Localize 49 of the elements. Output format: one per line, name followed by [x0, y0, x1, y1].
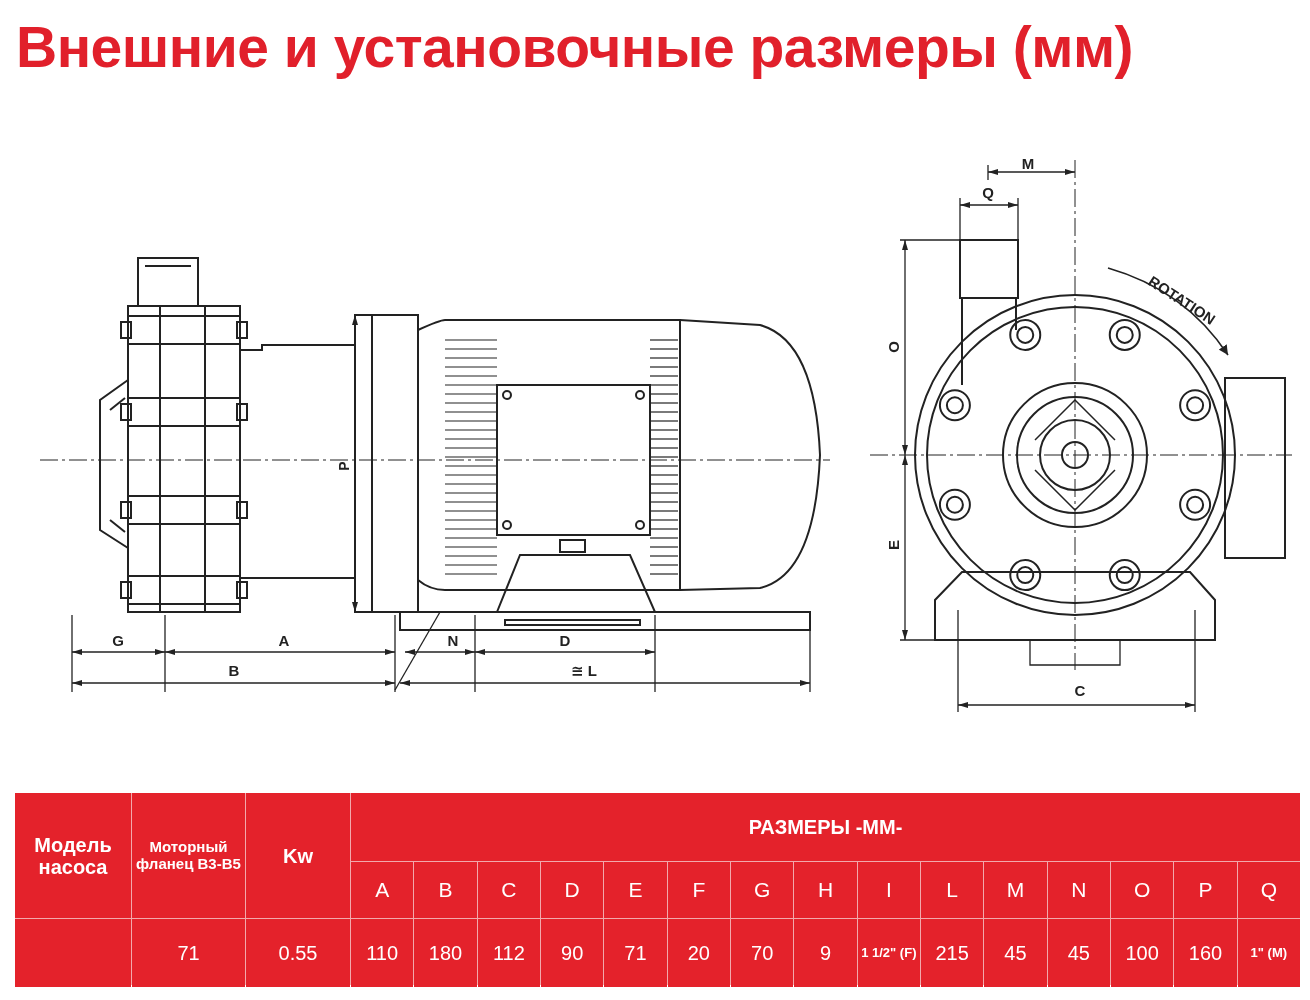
header-cell: A [351, 862, 414, 918]
table-cell: 180 [414, 919, 477, 987]
table-cell: 20 [667, 919, 730, 987]
dimension-label: A [278, 632, 290, 648]
header-cell: F [667, 862, 730, 918]
header-cell: N [1047, 862, 1110, 918]
header-cell: B [414, 862, 477, 918]
header-cell: C [477, 862, 540, 918]
table-cell: 1 1/2" (F) [857, 919, 920, 987]
dimension-label: B [228, 662, 240, 678]
header-cell: H [794, 862, 857, 918]
table-cell: 100 [1111, 919, 1174, 987]
header-cell: G [731, 862, 794, 918]
table-cell: 71 [604, 919, 667, 987]
header-cell: M [984, 862, 1047, 918]
table-cell: 160 [1174, 919, 1237, 987]
table-cell: 71 [132, 919, 245, 987]
header-cell: O [1111, 862, 1174, 918]
table-cell: 0.55 [246, 919, 350, 987]
dimension-label: N [447, 632, 459, 648]
header-cell: РАЗМЕРЫ -ММ- [351, 793, 1300, 861]
page-title: Внешние и установочные размеры (мм) [16, 14, 1134, 80]
dimension-label: C [1074, 682, 1086, 698]
header-cell: Kw [246, 793, 350, 918]
dimension-label: O [885, 341, 901, 353]
header-cell: Q [1237, 862, 1300, 918]
header-cell: E [604, 862, 667, 918]
table-cell: 90 [541, 919, 604, 987]
table-cell: 45 [984, 919, 1047, 987]
header-cell: P [1174, 862, 1237, 918]
table-cell: 70 [731, 919, 794, 987]
dimension-label: M [1021, 155, 1035, 171]
table-cell: 1" (M) [1237, 919, 1300, 987]
dimension-label: G [112, 632, 124, 648]
table-cell: 9 [794, 919, 857, 987]
header-cell: Моторный фланец B3-B5 [132, 793, 245, 918]
table-cell: 112 [477, 919, 540, 987]
table-cell: 45 [1047, 919, 1110, 987]
dimension-label: E [885, 540, 901, 550]
table-cell: 215 [921, 919, 984, 987]
dimension-label: P [337, 461, 351, 471]
header-cell: L [921, 862, 984, 918]
table-cell: 110 [351, 919, 414, 987]
dimension-label: Q [982, 184, 994, 200]
header-cell: D [541, 862, 604, 918]
dimension-label: D [559, 632, 571, 648]
header-cell: Модель насоса [15, 793, 131, 918]
header-cell: I [857, 862, 920, 918]
dimension-label: ≅ L [571, 662, 597, 678]
